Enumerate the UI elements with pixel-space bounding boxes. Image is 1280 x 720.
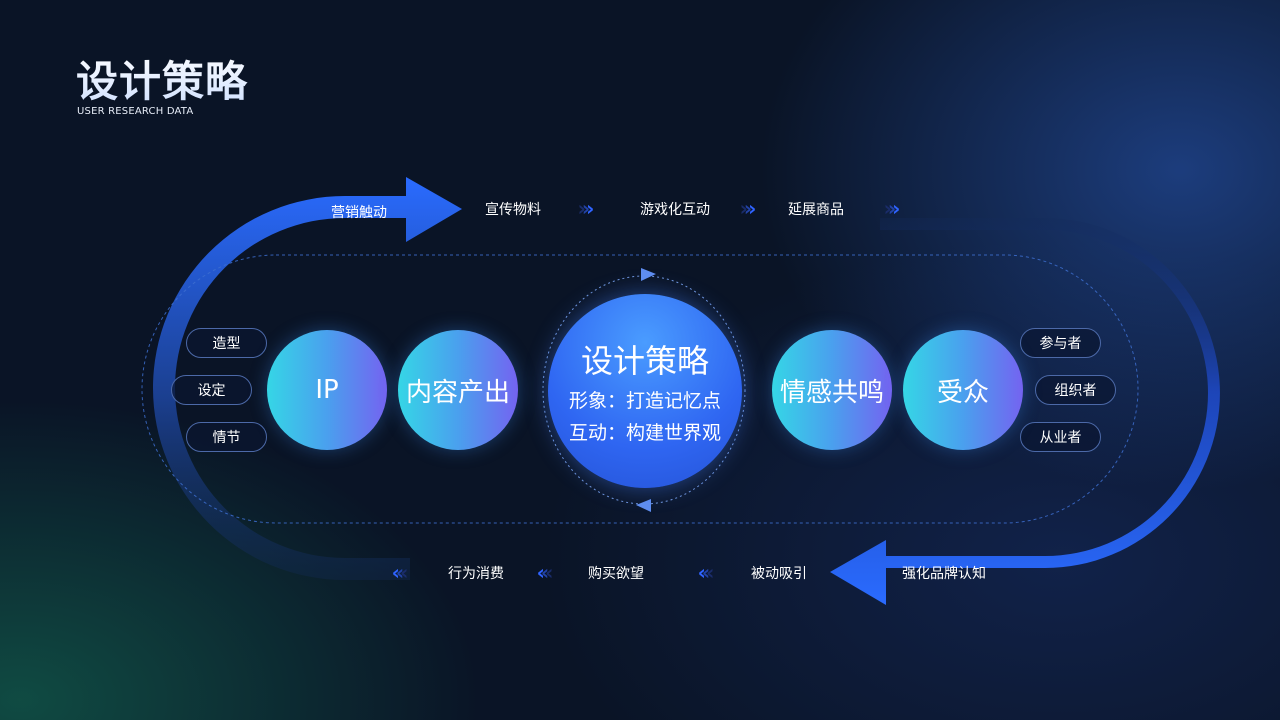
node-ip: IP	[267, 330, 387, 450]
chevron-left-icon: ‹‹‹	[536, 560, 554, 585]
tag-right-2: 组织者	[1035, 375, 1116, 405]
page-subtitle: USER RESEARCH DATA	[77, 106, 194, 117]
center-strategy-node: 设计策略 形象：打造记忆点 互动：构建世界观	[548, 294, 742, 488]
bottom-step-3: 行为消费	[448, 566, 504, 582]
bottom-step-1: 被动吸引	[751, 566, 807, 582]
left-loop-arrow	[153, 177, 462, 580]
top-step-1: 宣传物料	[485, 202, 541, 218]
chevron-left-icon: ‹‹‹	[391, 560, 409, 585]
ring-arrow-bottom-icon	[636, 499, 651, 512]
top-step-2: 游戏化互动	[640, 202, 710, 218]
ring-arrow-top-icon	[641, 268, 656, 281]
page-title: 设计策略	[76, 48, 248, 109]
top-arrow-label: 营销触动	[331, 205, 387, 221]
tag-left-1: 造型	[186, 328, 267, 358]
node-emotional-resonance: 情感共鸣	[772, 330, 892, 450]
chevron-right-icon: ›››	[883, 196, 901, 221]
center-line-image: 形象：打造记忆点	[568, 390, 721, 412]
node-audience: 受众	[903, 330, 1023, 450]
chevron-left-icon: ‹‹‹	[697, 560, 715, 585]
chevron-right-icon: ›››	[577, 196, 595, 221]
bottom-step-2: 购买欲望	[588, 566, 644, 582]
chevron-right-icon: ›››	[739, 196, 757, 221]
right-loop-arrow	[830, 218, 1220, 605]
center-line-interaction: 互动：构建世界观	[568, 422, 721, 444]
tag-left-2: 设定	[171, 375, 252, 405]
bottom-arrow-label: 强化品牌认知	[902, 566, 986, 582]
node-content-output: 内容产出	[398, 330, 518, 450]
tag-right-3: 从业者	[1020, 422, 1101, 452]
inner-dashed-outline	[141, 254, 1139, 524]
tag-right-1: 参与者	[1020, 328, 1101, 358]
tag-left-3: 情节	[186, 422, 267, 452]
top-step-3: 延展商品	[788, 202, 844, 218]
center-title: 设计策略	[580, 342, 709, 380]
